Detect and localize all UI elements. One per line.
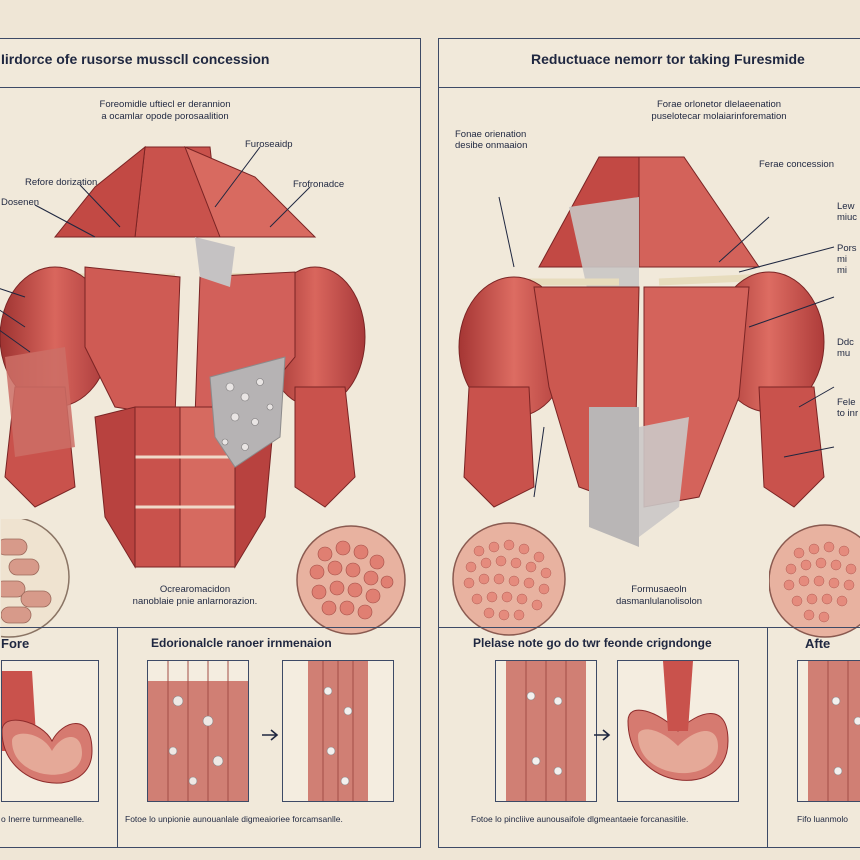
left-bottom-cell-1-title: Fore	[1, 636, 30, 651]
label-ddc: Ddc mu	[837, 337, 854, 359]
label-refore: Refore dorization	[25, 177, 98, 188]
right-bottom-cell-1-title: Plelase note go do twr feonde crigndonge	[473, 636, 712, 650]
right-bottom-cell-2: Afte Fifo luanmolo	[767, 628, 860, 847]
left-torso-illustration	[0, 145, 366, 569]
label-frofronace: Frofronadce	[293, 179, 345, 190]
left-panel-title: Iirdorce ofe rusorse musscll concession	[1, 51, 270, 67]
arrow-right-icon	[594, 729, 611, 741]
tissue-circle-right-a	[452, 522, 566, 636]
left-bottom-caption: Ocrearomacidon nanoblaie pnie anlarnoraz…	[95, 584, 295, 608]
right-panel-title: Reductuace nemorr tor taking Furesmide	[531, 51, 805, 67]
label-pors: Pors mi mi	[837, 243, 857, 276]
right-bottom-band: Plelase note go do twr feonde crigndonge	[439, 627, 860, 847]
left-bottom-caption-text: Ocrearomacidon nanoblaie pnie anlarnoraz…	[132, 584, 258, 607]
right-bottom-cell-2-title: Afte	[805, 636, 831, 651]
fiber-illustration-4	[618, 661, 738, 801]
tissue-circle-right-b	[769, 524, 860, 638]
label-fonae: Fonae orienation desibe onmaaion	[455, 129, 528, 151]
left-title-band: Iirdorce ofe rusorse musscll concession	[0, 39, 420, 88]
left-bottom-cell-2-caption: Fotoe lo unpionie aunouanlale digmeaiori…	[125, 814, 343, 824]
fiber-frame-3	[495, 660, 597, 802]
right-top-caption: Forae orlonetor dlelaeenation puseloteca…	[619, 99, 819, 123]
label-furosemide: Furoseaidp	[245, 139, 293, 150]
left-bottom-cell-1: Fore o Inerre turnmeanelle.	[0, 628, 118, 847]
fiber-frame-4	[617, 660, 739, 802]
arrow-right-icon	[262, 729, 279, 741]
right-panel: Reductuace nemorr tor taking Furesmide F…	[438, 38, 860, 848]
label-fele: Fele to inr	[837, 397, 859, 419]
fiber-frame-2	[282, 660, 394, 802]
right-bottom-cell-1-caption: Fotoe lo pincliive aunousaifole dlgmeant…	[471, 814, 689, 824]
label-dosenen: Dosenen	[1, 197, 40, 208]
left-bottom-cell-2: Edorionalcle ranoer irnmenaion	[117, 628, 420, 847]
before-tissue-illustration	[2, 661, 98, 801]
fiber-illustration-1	[148, 661, 248, 801]
right-bottom-cell-1: Plelase note go do twr feonde crigndonge	[439, 628, 768, 847]
left-panel: Iirdorce ofe rusorse musscll concession …	[0, 38, 421, 848]
fiber-illustration-5	[798, 661, 860, 801]
fiber-frame-1	[147, 660, 249, 802]
label-ferae: Ferae concession	[759, 159, 834, 170]
left-bottom-band: Fore o Inerre turnmeanelle. Edorionalcle…	[0, 627, 420, 847]
fiber-illustration-2	[283, 661, 393, 801]
left-top-caption: Foreomidle uftiecl er derannion a ocamla…	[75, 99, 255, 123]
right-bottom-caption: Formusaeoln dasmanlulanolisolon	[559, 584, 759, 608]
before-tissue-frame	[1, 660, 99, 802]
pills-circle	[1, 519, 70, 638]
tissue-circle-left	[296, 525, 406, 635]
label-lmuc: Lew miuc	[837, 201, 858, 223]
right-torso-illustration	[458, 156, 835, 547]
right-bottom-caption-text: Formusaeoln dasmanlulanolisolon	[615, 584, 703, 607]
tissue-cells	[309, 540, 394, 620]
fiber-illustration-3	[496, 661, 596, 801]
left-bottom-cell-2-title: Edorionalcle ranoer irnmenaion	[151, 636, 332, 650]
right-bottom-cell-2-caption: Fifo luanmolo	[797, 814, 849, 824]
right-title-band: Reductuace nemorr tor taking Furesmide	[439, 39, 860, 88]
left-top-caption-text: Foreomidle uftiecl er derannion a ocamla…	[99, 99, 231, 122]
left-bottom-cell-1-caption: o Inerre turnmeanelle.	[1, 814, 85, 824]
fiber-frame-5	[797, 660, 860, 802]
right-top-caption-text: Forae orlonetor dlelaeenation puseloteca…	[651, 99, 787, 122]
